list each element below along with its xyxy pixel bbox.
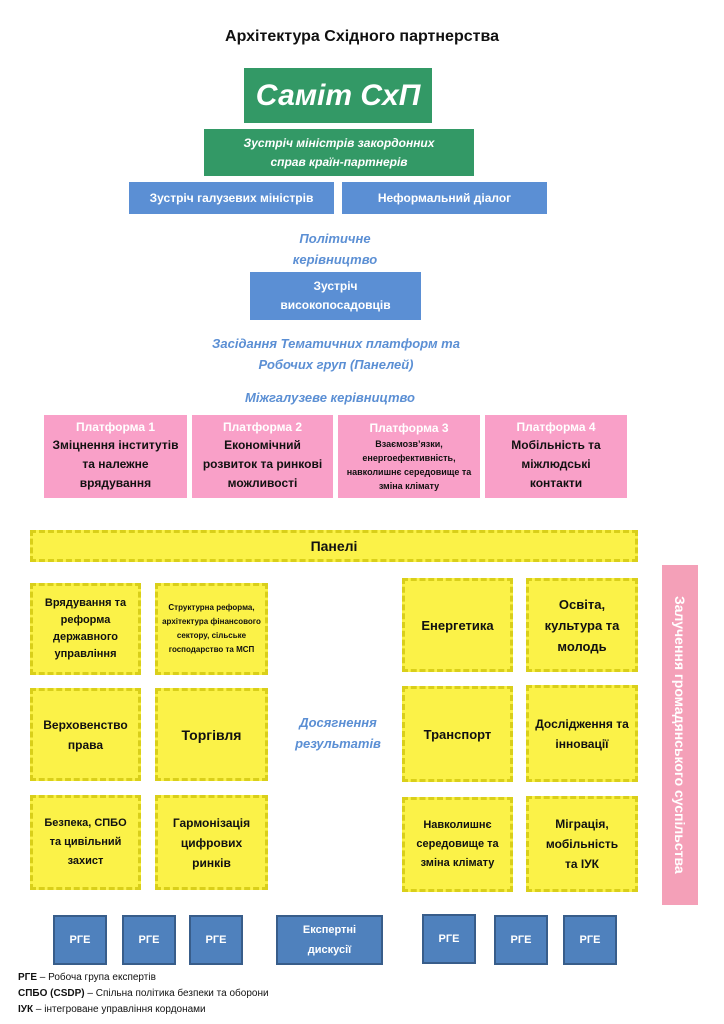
platform-1: Платформа 1 Зміцнення інститутів та нале… <box>44 415 187 498</box>
working-group-box: РГЕ <box>189 915 243 965</box>
senior-officials-box: Зустріч високопосадовців <box>250 272 421 320</box>
legend-abbr: СПБО (CSDP) <box>18 988 85 999</box>
legend-abbr: ІУК <box>18 1004 34 1015</box>
panel-research: Дослідження та інновації <box>526 685 638 782</box>
platform-text: Мобільність та міжлюдські контакти <box>511 438 601 490</box>
panel-education: Освіта, культура та молодь <box>526 578 638 672</box>
platform-label: Платформа 3 <box>369 420 449 435</box>
results-label: Досягнення результатів <box>295 715 381 751</box>
civil-society-bar: Залучення громадянського суспільства <box>662 565 698 905</box>
working-group-box: РГЕ <box>122 915 176 965</box>
platform-2: Платформа 2 Економічний розвиток та ринк… <box>192 415 333 498</box>
political-leadership-label: Політичне керівництво <box>292 231 378 267</box>
platform-label: Платформа 4 <box>516 420 596 434</box>
expert-discussions-box: Експертні дискусії <box>276 915 383 965</box>
legend-desc: – Спільна політика безпеки та оборони <box>84 988 269 999</box>
legend-desc: – інтегроване управління кордонами <box>33 1004 206 1015</box>
legend: РГЕ – Робоча група експертів СПБО (CSDP)… <box>18 970 269 1018</box>
working-group-box: РГЕ <box>422 914 476 964</box>
panels-header: Панелі <box>30 530 638 562</box>
legend-desc: – Робоча група експертів <box>37 972 156 983</box>
platform-text: Зміцнення інститутів та належне врядуван… <box>52 438 179 490</box>
platform-label: Платформа 1 <box>75 420 156 434</box>
panel-governance: Врядування та реформа державного управлі… <box>30 583 141 675</box>
summit-box: Саміт СхП <box>244 68 432 123</box>
informal-dialogue-box: Неформальний діалог <box>342 182 547 214</box>
legend-item: РГЕ – Робоча група експертів <box>18 970 269 986</box>
legend-item: СПБО (CSDP) – Спільна політика безпеки т… <box>18 986 269 1002</box>
platform-label: Платформа 2 <box>222 420 303 434</box>
legend-item: ІУК – інтегроване управління кордонами <box>18 1002 269 1018</box>
panel-migration: Міграція, мобільність та ІУК <box>526 796 638 892</box>
panel-energy: Енергетика <box>402 578 513 672</box>
sector-ministers-box: Зустріч галузевих міністрів <box>129 182 334 214</box>
panel-rule-of-law: Верховенство права <box>30 688 141 781</box>
diagram-title: Архітектура Східного партнерства <box>225 28 499 45</box>
panel-transport: Транспорт <box>402 686 513 782</box>
panel-environment: Навколишнє середовище та зміна клімату <box>402 797 513 892</box>
platform-meetings-label: Засідання Тематичних платформ та Робочих… <box>212 336 460 372</box>
legend-abbr: РГЕ <box>18 972 38 983</box>
working-group-box: РГЕ <box>494 915 548 965</box>
panel-structural-reform: Структурна реформа, архітектура фінансов… <box>155 583 268 675</box>
working-group-box: РГЕ <box>53 915 107 965</box>
panel-trade: Торгівля <box>155 688 268 781</box>
platform-text: Взаємозв’язки, енергоефективність, навко… <box>346 438 472 491</box>
intersectoral-leadership-label: Міжгалузеве керівництво <box>245 390 415 405</box>
platform-text: Економічний розвиток та ринкові можливос… <box>202 438 323 490</box>
panel-digital-markets: Гармонізація цифрових ринків <box>155 795 268 890</box>
platform-4: Платформа 4 Мобільність та міжлюдські ко… <box>485 415 627 498</box>
foreign-ministers-box: Зустріч міністрів закордонних справ краї… <box>204 129 474 176</box>
civil-society-label: Залучення громадянського суспільства <box>672 596 688 874</box>
panel-security: Безпека, СПБО та цивільний захист <box>30 795 141 890</box>
working-group-box: РГЕ <box>563 915 617 965</box>
platform-3: Платформа 3 Взаємозв’язки, енергоефектив… <box>338 415 480 498</box>
